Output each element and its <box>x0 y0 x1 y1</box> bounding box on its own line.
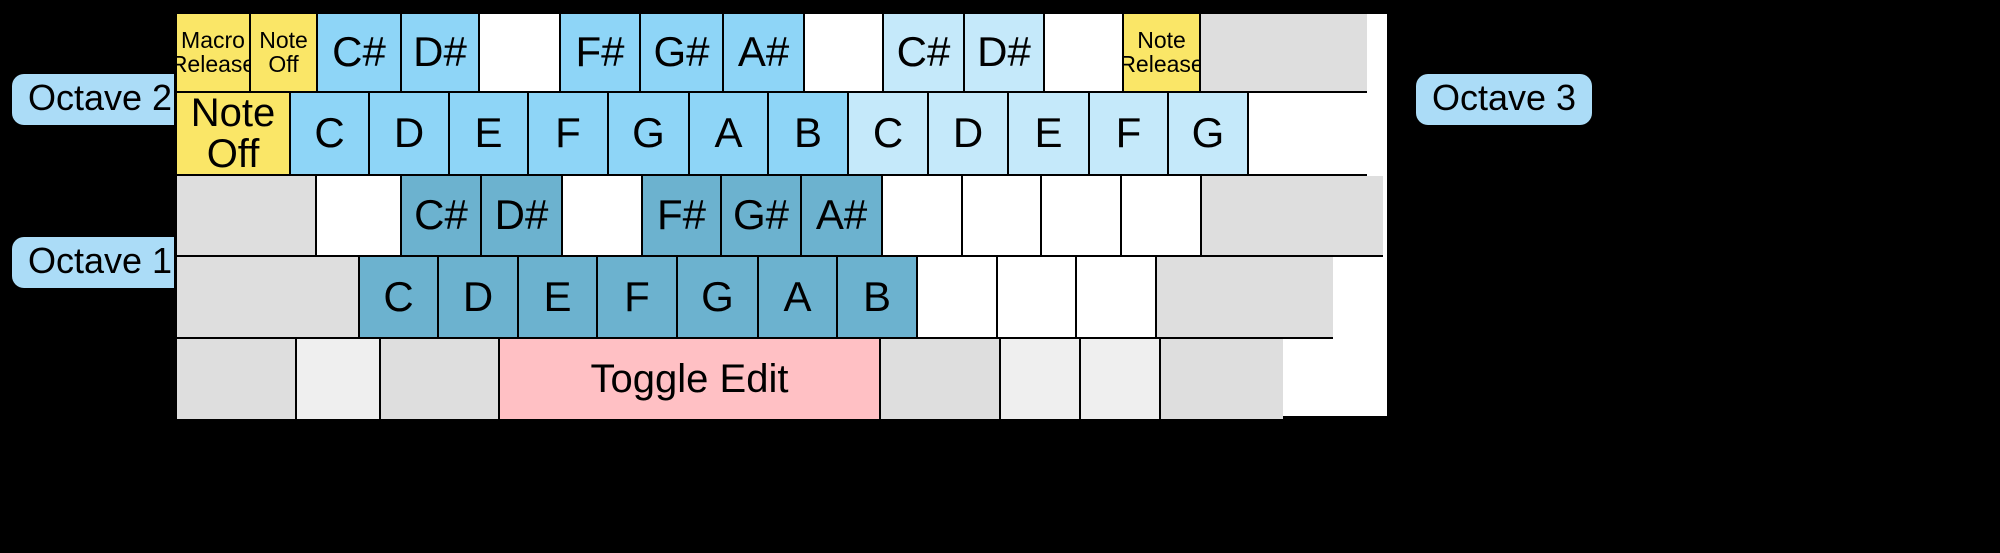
key-d-sharp[interactable]: D# <box>965 14 1045 93</box>
key-note-release[interactable]: Note Release <box>1124 14 1201 93</box>
key-b[interactable]: B <box>838 257 918 339</box>
keyboard-row-asdf: C#D# F#G#A# <box>177 176 1387 257</box>
key-blank[interactable] <box>381 339 500 419</box>
key-d-sharp[interactable]: D# <box>482 176 563 257</box>
key-blank[interactable] <box>963 176 1042 257</box>
key-blank[interactable] <box>998 257 1077 339</box>
key-f-sharp[interactable]: F# <box>643 176 722 257</box>
key-c-sharp[interactable]: C# <box>402 176 482 257</box>
key-f[interactable]: F <box>529 93 609 176</box>
key-blank[interactable] <box>1081 339 1161 419</box>
key-toggle-edit[interactable]: Toggle Edit <box>500 339 881 419</box>
key-blank[interactable] <box>1202 176 1383 257</box>
key-a[interactable]: A <box>759 257 838 339</box>
key-a-sharp[interactable]: A# <box>724 14 805 93</box>
keyboard-row-spacebar: Toggle Edit <box>177 339 1387 419</box>
key-a[interactable]: A <box>690 93 769 176</box>
key-d[interactable]: D <box>439 257 519 339</box>
key-f[interactable]: F <box>1090 93 1169 176</box>
key-blank[interactable] <box>297 339 381 419</box>
key-c-sharp[interactable]: C# <box>318 14 402 93</box>
key-c[interactable]: C <box>849 93 929 176</box>
key-blank[interactable] <box>480 14 561 93</box>
key-a-sharp[interactable]: A# <box>802 176 883 257</box>
key-note-off[interactable]: Note Off <box>251 14 318 93</box>
key-e[interactable]: E <box>450 93 529 176</box>
key-f[interactable]: F <box>598 257 678 339</box>
key-note-off[interactable]: Note Off <box>177 93 291 176</box>
key-c[interactable]: C <box>360 257 439 339</box>
key-blank[interactable] <box>883 176 963 257</box>
key-blank[interactable] <box>1122 176 1202 257</box>
key-blank[interactable] <box>177 339 297 419</box>
key-e[interactable]: E <box>1009 93 1090 176</box>
key-blank[interactable] <box>1161 339 1283 419</box>
key-blank[interactable] <box>563 176 643 257</box>
octave-3-label: Octave 3 <box>1416 74 1593 125</box>
key-blank[interactable] <box>1045 14 1124 93</box>
key-blank[interactable] <box>805 14 884 93</box>
key-g-sharp[interactable]: G# <box>641 14 724 93</box>
key-f-sharp[interactable]: F# <box>561 14 641 93</box>
key-blank[interactable] <box>1042 176 1122 257</box>
key-blank[interactable] <box>317 176 402 257</box>
octave-2-label: Octave 2 <box>12 74 189 125</box>
key-g[interactable]: G <box>609 93 690 176</box>
key-blank[interactable] <box>881 339 1001 419</box>
key-g[interactable]: G <box>678 257 759 339</box>
key-b[interactable]: B <box>769 93 849 176</box>
key-blank[interactable] <box>1249 93 1367 176</box>
key-d[interactable]: D <box>929 93 1009 176</box>
key-c[interactable]: C <box>291 93 370 176</box>
key-blank[interactable] <box>1157 257 1333 339</box>
key-blank[interactable] <box>177 176 317 257</box>
key-blank[interactable] <box>1077 257 1157 339</box>
key-c-sharp[interactable]: C# <box>884 14 965 93</box>
key-d-sharp[interactable]: D# <box>402 14 480 93</box>
key-blank[interactable] <box>1201 14 1367 93</box>
key-e[interactable]: E <box>519 257 598 339</box>
key-blank[interactable] <box>177 257 360 339</box>
key-blank[interactable] <box>918 257 998 339</box>
key-d[interactable]: D <box>370 93 450 176</box>
key-g[interactable]: G <box>1169 93 1249 176</box>
octave-1-label: Octave 1 <box>12 237 189 288</box>
key-g-sharp[interactable]: G# <box>722 176 802 257</box>
key-blank[interactable] <box>1001 339 1081 419</box>
key-macro-release[interactable]: Macro Release <box>177 14 251 93</box>
